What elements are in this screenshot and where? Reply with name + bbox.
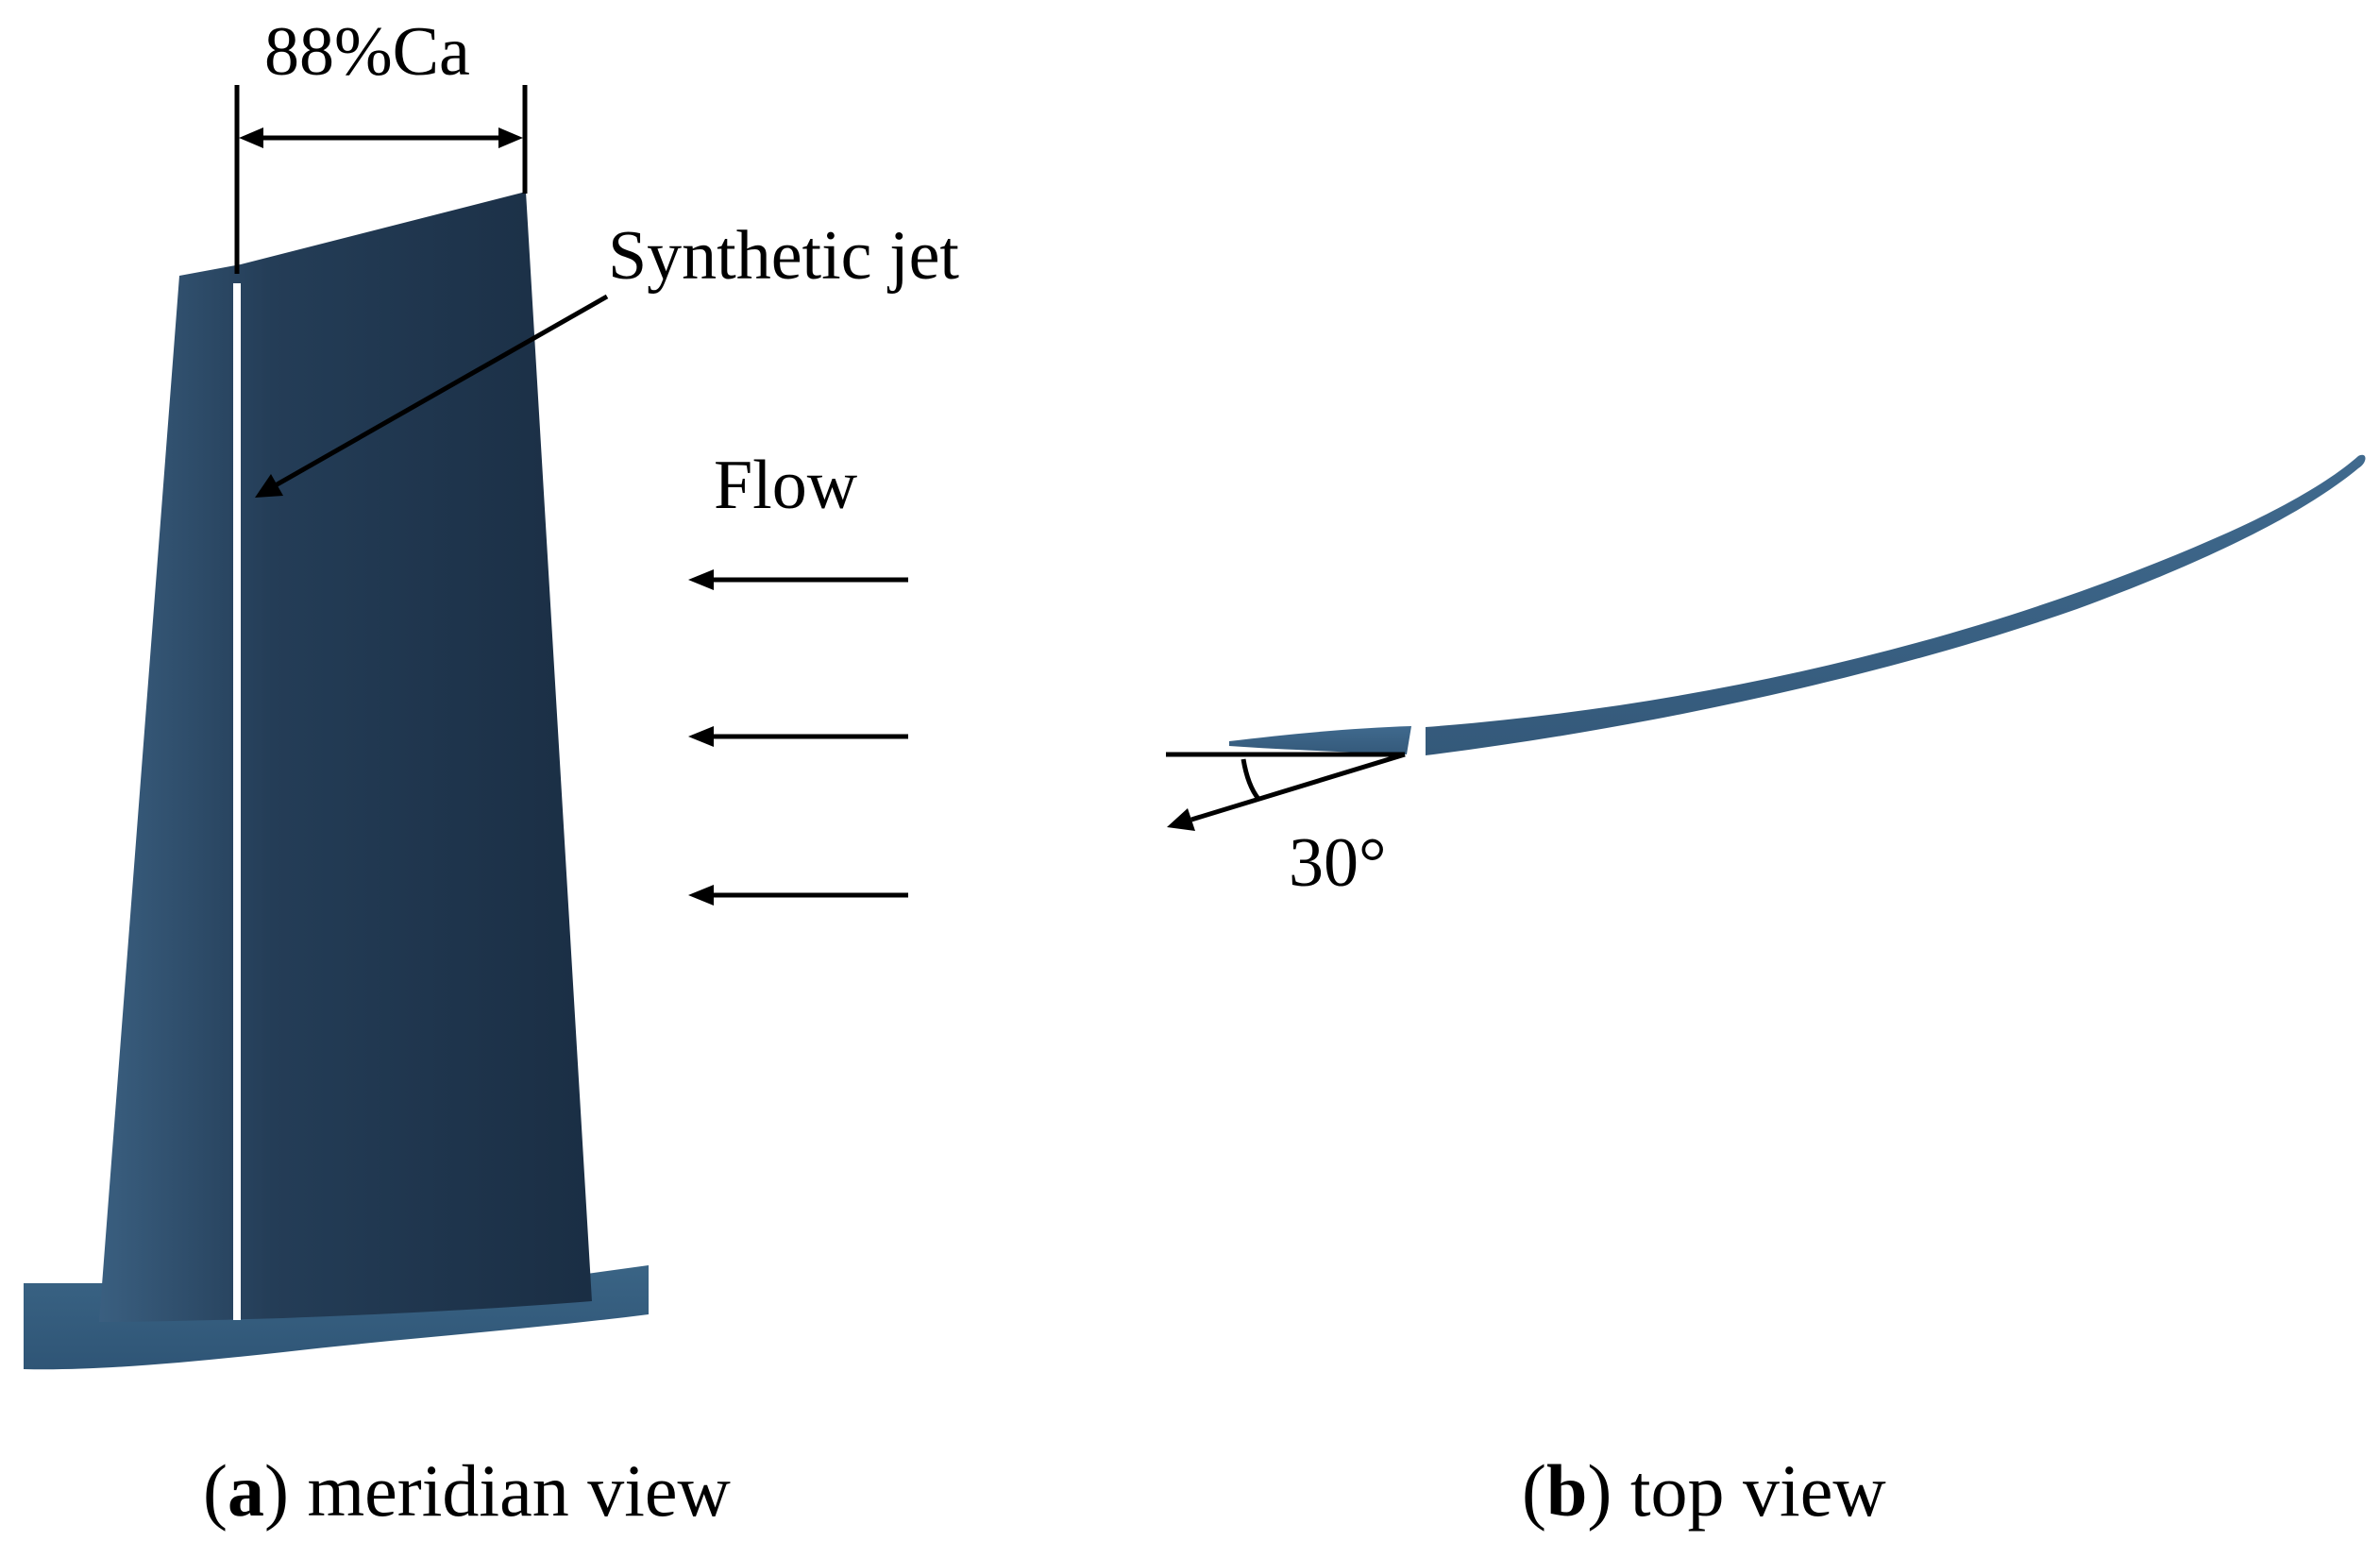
chord-dimension-label: 88%Ca <box>264 13 470 91</box>
top-view <box>1166 454 2366 831</box>
caption-meridian-view: (a) meridian view <box>203 1454 731 1528</box>
flow-arrows <box>688 569 908 906</box>
caption-b-text: top view <box>1612 1449 1886 1532</box>
blade-body <box>99 192 592 1322</box>
meridian-view <box>24 85 908 1370</box>
jet-angle-label: 30° <box>1289 824 1387 902</box>
jet-direction-arrowhead <box>1167 808 1195 831</box>
caption-a-text: meridian view <box>288 1449 731 1532</box>
caption-b-letter: b <box>1545 1449 1588 1532</box>
synthetic-jet-pointer-arrow <box>255 294 609 498</box>
blade-section-leading-part <box>1229 726 1411 754</box>
flow-label: Flow <box>714 447 858 524</box>
caption-top-view: (b) top view <box>1522 1454 1886 1528</box>
synthetic-jet-label: Synthetic jet <box>608 217 959 295</box>
caption-a-close: ) <box>263 1449 289 1532</box>
blade-section-main-part <box>1426 454 2366 755</box>
chord-dimension <box>234 85 528 274</box>
caption-b-close: ) <box>1587 1449 1612 1532</box>
caption-a-open: ( <box>203 1449 228 1532</box>
caption-a-letter: a <box>227 1449 264 1532</box>
caption-b-open: ( <box>1522 1449 1546 1532</box>
jet-angle-indicator <box>1166 752 1406 822</box>
